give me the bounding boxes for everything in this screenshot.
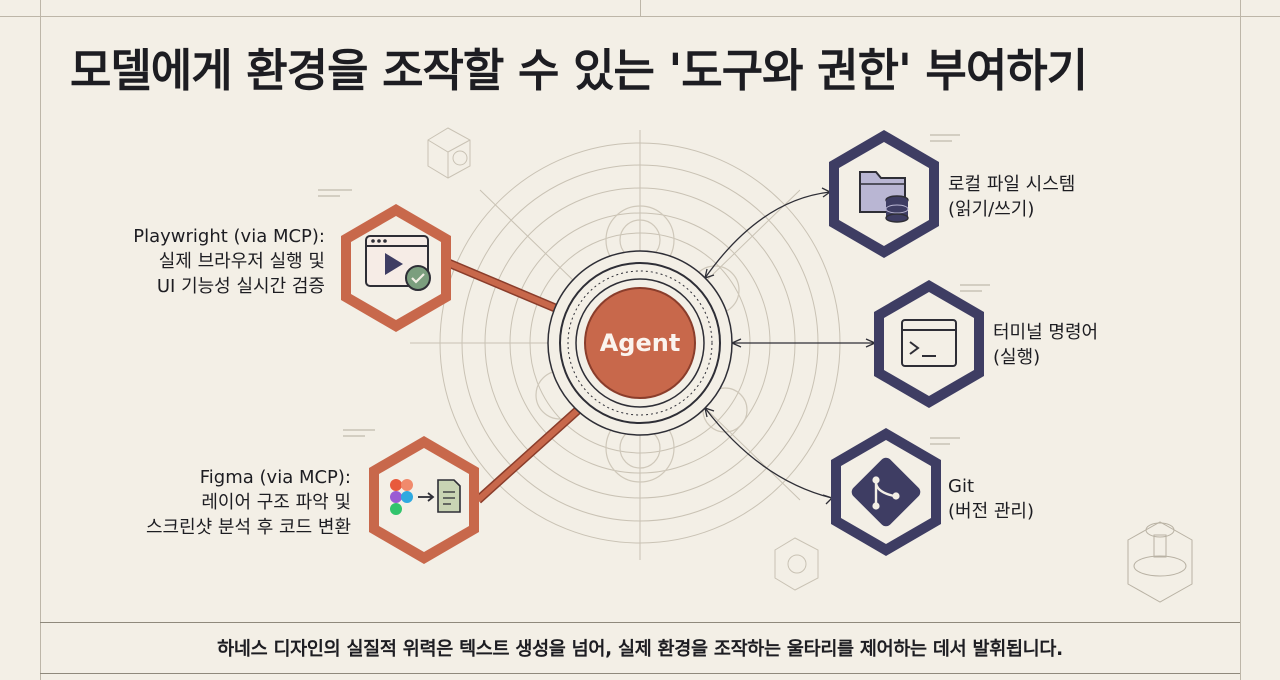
connector-filesystem	[704, 187, 831, 279]
filesystem-label: 로컬 파일 시스템 (읽기/쓰기)	[948, 172, 1075, 222]
playwright-title: Playwright (via MCP):	[133, 226, 325, 247]
frame-center-tick	[640, 0, 641, 16]
terminal-icon	[901, 319, 957, 367]
figma-desc-1: 레이어 구조 파악 및	[201, 492, 351, 513]
terminal-label: 터미널 명령어 (실행)	[993, 320, 1098, 370]
connector-playwright	[444, 257, 562, 315]
agent-label: Agent	[599, 329, 681, 357]
frame-right-line	[1240, 0, 1241, 680]
playwright-desc-1: 실제 브라우저 실행 및	[158, 251, 325, 272]
filesystem-title: 로컬 파일 시스템	[948, 174, 1076, 195]
sketch-cube-top	[427, 127, 471, 179]
sketch-cube-corner	[1127, 521, 1193, 603]
connector-git	[704, 407, 833, 505]
figma-label: Figma (via MCP): 레이어 구조 파악 및 스크린샷 분석 후 코…	[146, 465, 351, 540]
git-title: Git	[948, 476, 975, 497]
playwright-label: Playwright (via MCP): 실제 브라우저 실행 및 UI 기능…	[133, 224, 325, 299]
playwright-desc-2: UI 기능성 실시간 검증	[156, 276, 325, 297]
filesystem-desc: (읽기/쓰기)	[948, 199, 1035, 220]
playwright-icon	[365, 235, 431, 291]
annotation-marks	[318, 134, 990, 445]
figma-desc-2: 스크린샷 분석 후 코드 변환	[145, 517, 351, 538]
connector-figma	[474, 406, 582, 504]
frame-left-line	[40, 0, 41, 680]
agent-hub	[547, 250, 733, 436]
footer-banner: 하네스 디자인의 실질적 위력은 텍스트 생성을 넘어, 실제 환경을 조작하는…	[40, 622, 1240, 674]
folder-database-icon	[859, 171, 909, 223]
terminal-title: 터미널 명령어	[993, 322, 1099, 343]
git-icon	[851, 457, 921, 527]
git-label: Git (버전 관리)	[948, 474, 1034, 524]
connector-terminal	[731, 338, 876, 348]
terminal-desc: (실행)	[993, 347, 1041, 368]
figma-title: Figma (via MCP):	[199, 467, 351, 488]
git-desc: (버전 관리)	[948, 501, 1035, 522]
frame-top-line	[0, 16, 1280, 17]
hex-figma	[369, 436, 479, 564]
page-title: 모델에게 환경을 조작할 수 있는 '도구와 권한' 부여하기	[70, 44, 1088, 97]
figma-icon	[390, 479, 461, 515]
footer-caption: 하네스 디자인의 실질적 위력은 텍스트 생성을 넘어, 실제 환경을 조작하는…	[217, 639, 1063, 660]
sketch-cube-bottom	[774, 537, 819, 591]
